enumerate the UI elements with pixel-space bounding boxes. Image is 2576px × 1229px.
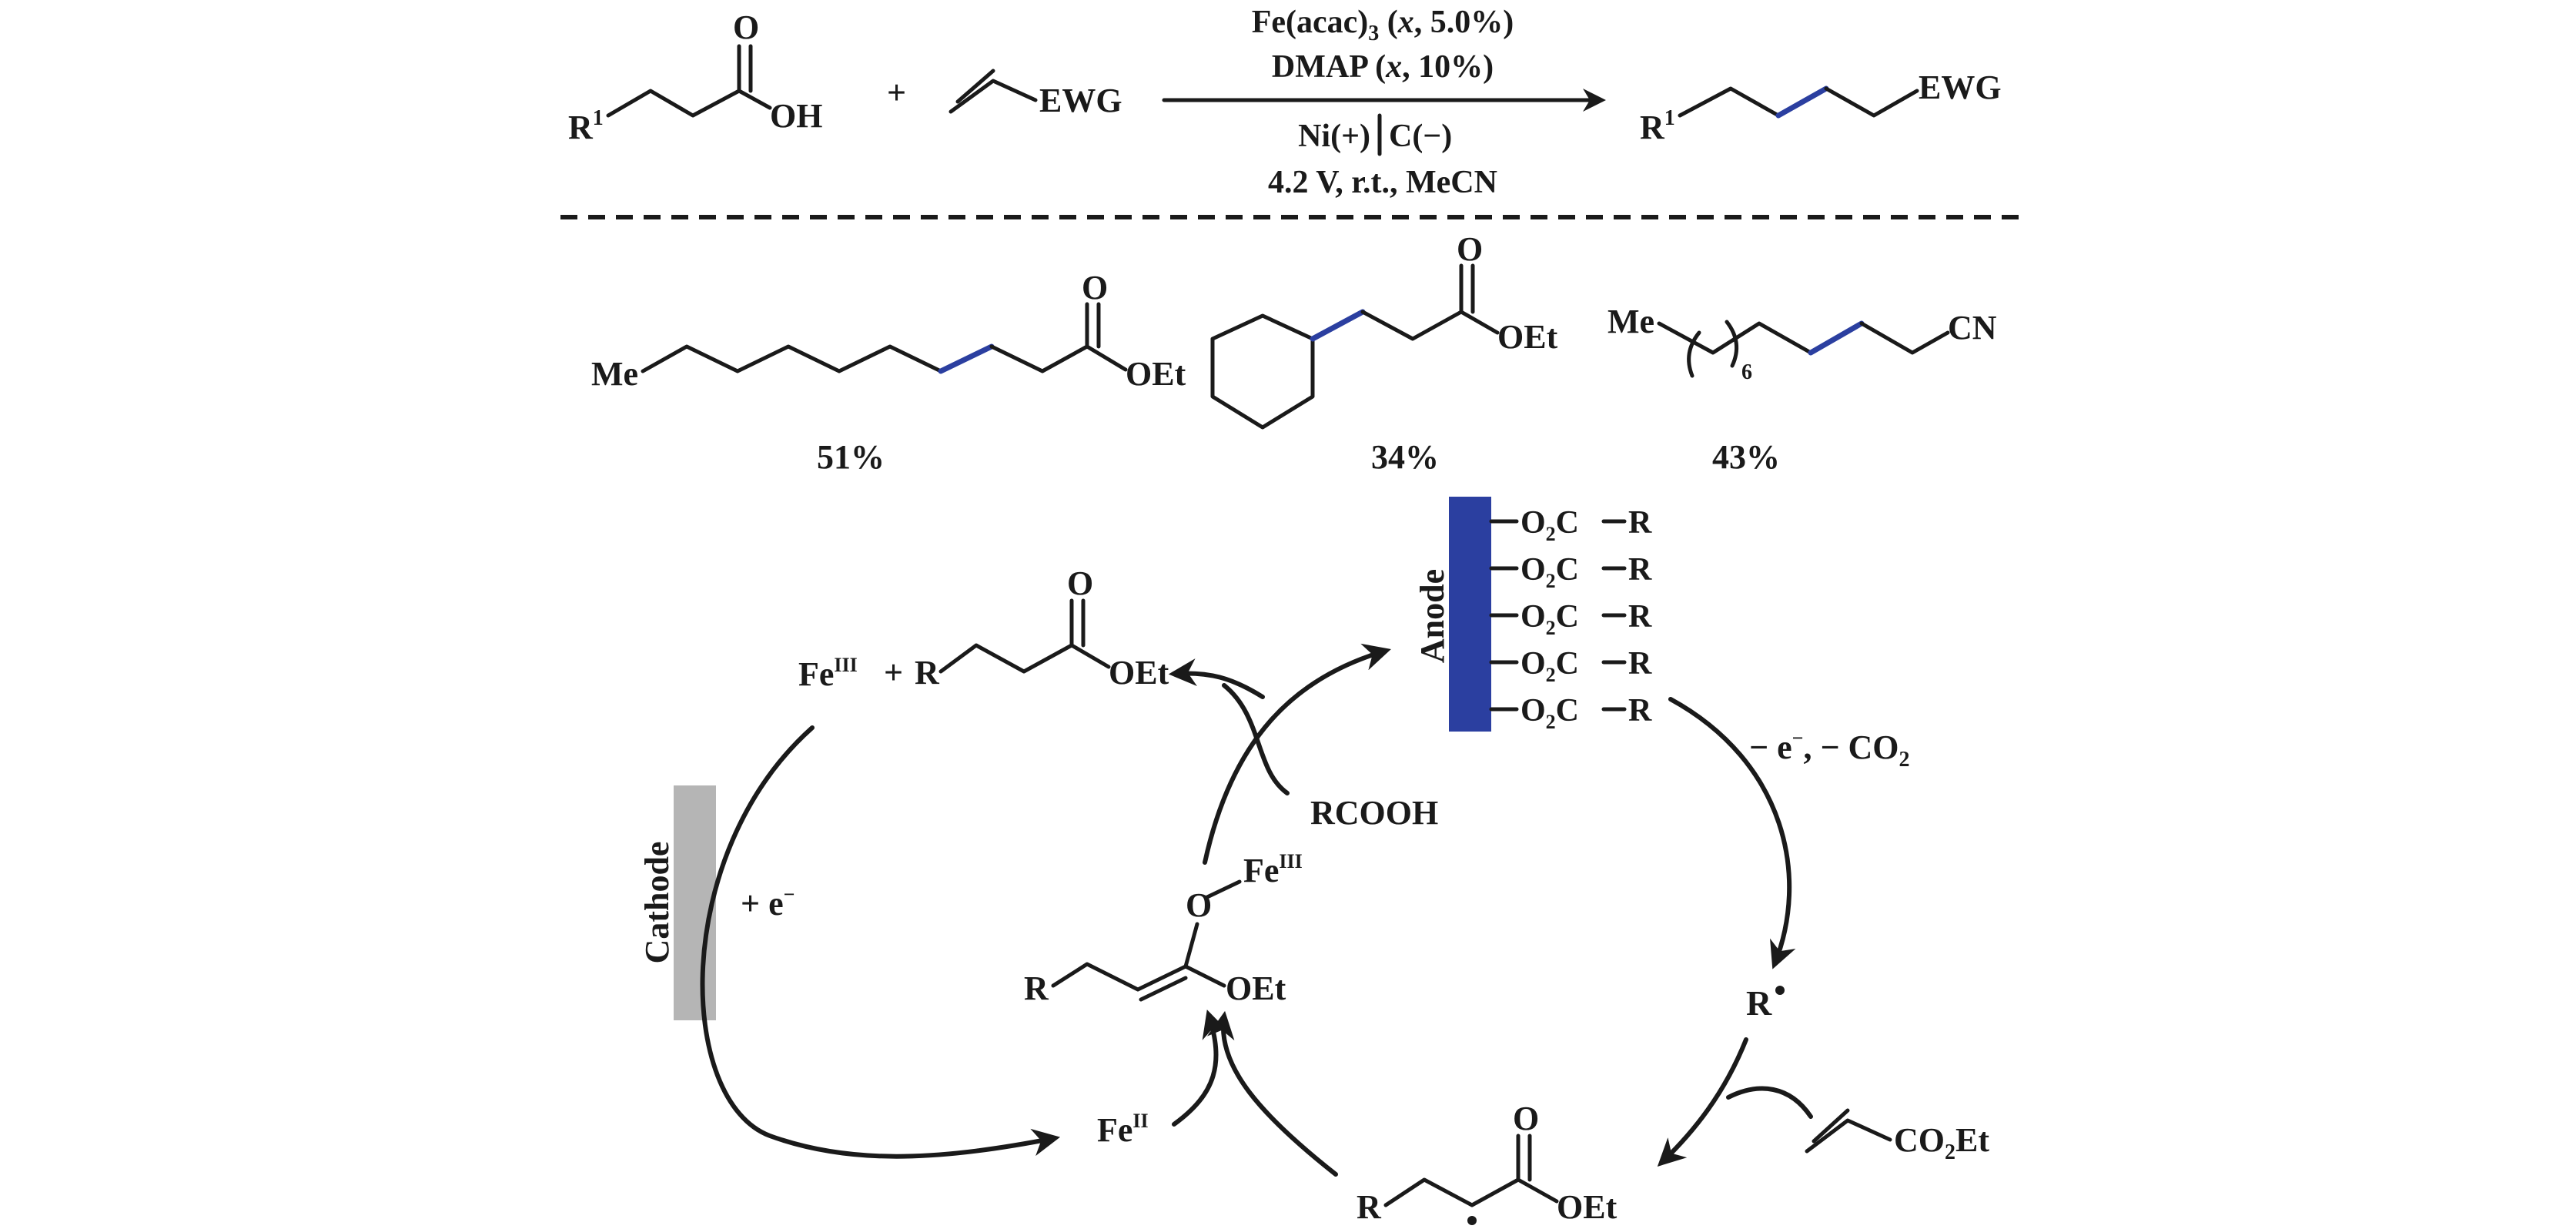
product-structure: R1 EWG: [1640, 69, 2002, 146]
enolate-oet-label: OEt: [1226, 969, 1286, 1007]
svg-text:O2C: O2C: [1521, 646, 1579, 686]
rcooh-protonation-arc: [1222, 683, 1290, 795]
decarboxylation-arrow: [1668, 697, 1796, 969]
example-1: Me O OEt 51%: [591, 269, 1186, 476]
example-3-repeat-count: 6: [1741, 360, 1752, 384]
example-2-carbonyl-o: O: [1457, 230, 1483, 268]
example-1-yield: 51%: [817, 438, 885, 476]
radical-addition-arrow: [1657, 1037, 1748, 1167]
adduct-oet-label: OEt: [1557, 1188, 1618, 1226]
carboxylate-row: O2C R: [1489, 552, 1652, 592]
condition-dmap: DMAP (x, 10%): [1272, 49, 1494, 85]
cycle-product-o: O: [1067, 564, 1093, 602]
ethyl-acrylate: CO2Et: [1805, 1108, 1989, 1164]
acid-hydroxyl-label: OH: [770, 97, 822, 135]
ewg-label: EWG: [1039, 82, 1122, 119]
adduct-r-label: R: [1357, 1188, 1382, 1226]
new-bond-highlight: [1775, 85, 1829, 119]
repeat-bracket-left: [1687, 330, 1701, 378]
protonation-arrow: [1168, 658, 1265, 699]
cycle-product-oet: OEt: [1109, 654, 1169, 692]
example-2: O OEt 34%: [1210, 230, 1558, 476]
carboxylate-row: O2C R: [1489, 505, 1652, 545]
cathode-label: Cathode: [638, 842, 676, 964]
repeat-bracket-right: [1725, 320, 1739, 368]
carboxylate-row: O2C R: [1489, 599, 1652, 639]
enolate-fe-label: FeIII: [1243, 850, 1303, 889]
svg-text:O2C: O2C: [1521, 552, 1579, 592]
svg-text:R: R: [1628, 599, 1652, 635]
cycle-product-r: R: [915, 654, 940, 692]
product-r1-label: R1: [1640, 106, 1675, 146]
carboxylate-row: O2C R: [1489, 646, 1652, 686]
top-reaction: R1 O OH + EWG Fe(acac)3 (x, 5.0%) DMAP (…: [568, 5, 2002, 200]
cathode-electrode: [674, 785, 716, 1020]
svg-text:O2C: O2C: [1521, 599, 1579, 639]
example-2-yield: 34%: [1371, 438, 1439, 476]
iron-enolate: R O FeIII OEt: [1024, 850, 1303, 1007]
svg-text:O2C: O2C: [1521, 693, 1579, 733]
cycle-product: FeIII + R O OEt: [798, 564, 1169, 693]
radical-r-label: R: [1746, 983, 1772, 1023]
carboxylic-acid-structure: R1 O OH: [568, 8, 822, 146]
alkene-structure: EWG: [948, 69, 1122, 119]
condition-voltage-solvent: 4.2 V, r.t., MeCN: [1268, 165, 1497, 200]
acrylate-entry-arrow: [1726, 1086, 1813, 1119]
example-1-me-label: Me: [591, 355, 638, 393]
example-3-cn-label: CN: [1948, 309, 1997, 347]
svg-text:O2C: O2C: [1521, 505, 1579, 545]
cathode: Cathode: [638, 785, 716, 1020]
radical-adduct: R O OEt: [1357, 1100, 1618, 1226]
svg-text:R: R: [1628, 646, 1652, 681]
rcooh-label: RCOOH: [1310, 794, 1438, 832]
anode-electrode: [1449, 497, 1491, 732]
carboxylate-row: O2C R: [1489, 693, 1652, 733]
fe-iii-label: FeIII: [798, 654, 858, 693]
surface-carboxylates: O2C R O2C R O2C R O2C R: [1489, 505, 1652, 733]
example-2-ester-label: OEt: [1497, 318, 1558, 356]
svg-text:R: R: [1628, 505, 1652, 541]
example-3: Me 6 CN 43%: [1607, 303, 1997, 476]
r1-label: R1: [568, 106, 604, 146]
anode-label: Anode: [1413, 569, 1451, 663]
example-1-ester-label: OEt: [1126, 355, 1186, 393]
adduct-radical-dot: [1467, 1216, 1477, 1225]
adduct-o-label: O: [1513, 1100, 1539, 1137]
radical-to-enolate-arrow: [1206, 1010, 1338, 1177]
example-3-me-label: Me: [1607, 303, 1654, 340]
example-1-carbonyl-o: O: [1082, 269, 1108, 306]
svg-text:R: R: [1628, 693, 1652, 728]
cyclohexane-ring: [1210, 313, 1315, 430]
enolate-to-anode-arrow: [1203, 643, 1391, 865]
acid-oxygen-label: O: [733, 8, 759, 46]
condition-iron-catalyst: Fe(acac)3 (x, 5.0%): [1252, 5, 1514, 45]
anode: Anode O2C R O2C R O2C R O2C: [1413, 497, 1652, 733]
cycle-plus: +: [884, 654, 903, 692]
condition-cathode-carbon: C(−): [1389, 119, 1452, 154]
plus-sign: +: [887, 74, 906, 112]
enolate-o-label: O: [1186, 886, 1212, 924]
electron-gain-label: + e−: [741, 883, 795, 923]
reduction-arrow: [700, 725, 1061, 1159]
acrylate-label: CO2Et: [1894, 1121, 1989, 1164]
alkyl-radical: R: [1746, 983, 1785, 1023]
enolate-r-label: R: [1024, 969, 1049, 1007]
condition-anode-nickel: Ni(+): [1298, 119, 1370, 154]
fe-ii-label: FeII: [1097, 1110, 1149, 1149]
product-ewg-label: EWG: [1919, 69, 2002, 106]
radical-dot: [1775, 986, 1785, 995]
svg-text:R: R: [1628, 552, 1652, 588]
example-3-yield: 43%: [1712, 438, 1780, 476]
decarboxylation-label: − e−, − CO2: [1749, 727, 1910, 772]
fe-ii-to-enolate-arrow: [1172, 1010, 1229, 1127]
